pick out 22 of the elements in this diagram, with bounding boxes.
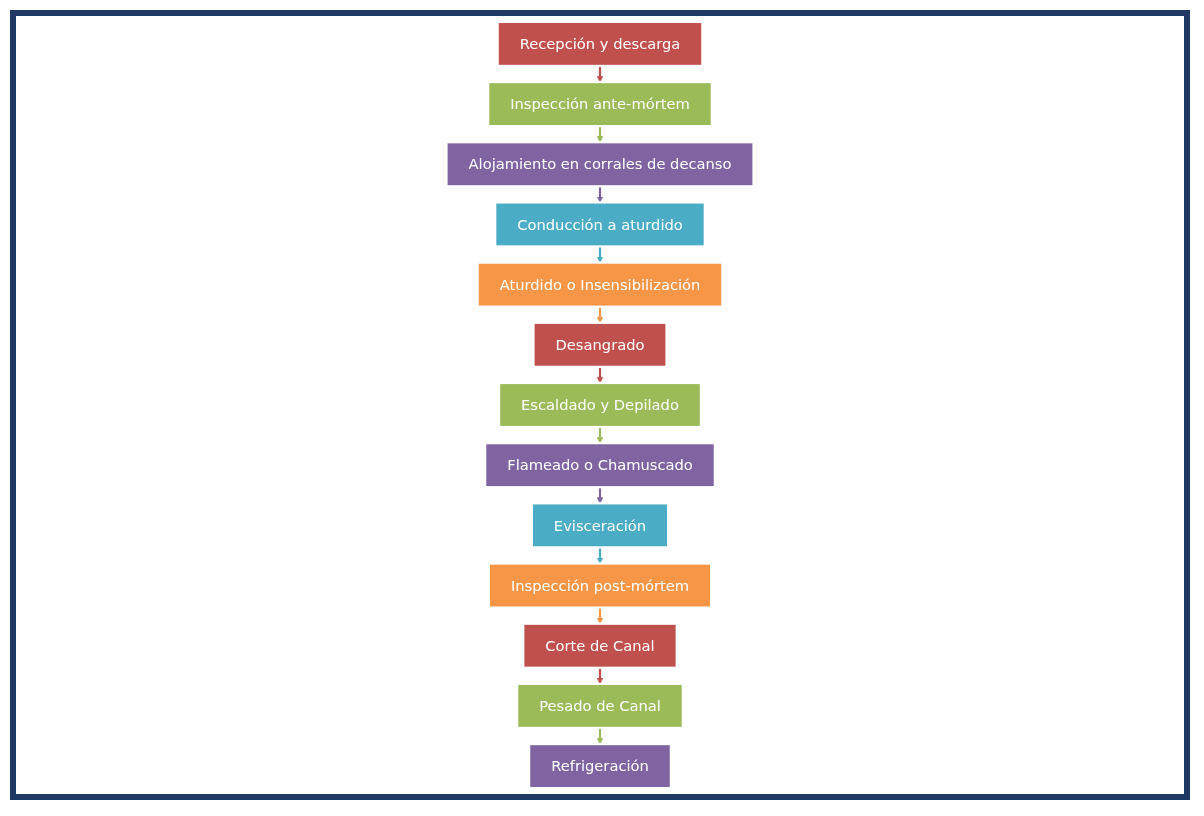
node-box: Inspección post-mórtem [487, 562, 713, 609]
node-box: Escaldado y Depilado [497, 381, 702, 429]
node-box: Flameado o Chamuscado [484, 442, 716, 489]
node-box: Evisceración [530, 502, 670, 549]
arrow [596, 607, 604, 624]
node-box: Refrigeración [528, 743, 672, 790]
arrow [596, 727, 604, 745]
node-box: Conducción a aturdido [494, 201, 706, 248]
arrow [596, 186, 604, 203]
arrow [596, 547, 604, 564]
node-box: Corte de Canal [522, 622, 678, 669]
node-box: Alojamiento en corrales de decanso [445, 141, 755, 188]
node-box: Pesado de Canal [516, 682, 684, 730]
arrow [596, 126, 604, 143]
node-box: Recepción y descarga [496, 20, 704, 67]
arrow [596, 246, 604, 263]
node-box: Aturdido o Insensibilización [476, 261, 724, 308]
arrow [596, 427, 604, 444]
arrow [596, 65, 604, 83]
node-box: Desangrado [532, 321, 668, 368]
arrow [596, 487, 604, 504]
node-box: Inspección ante-mórtem [487, 80, 713, 128]
